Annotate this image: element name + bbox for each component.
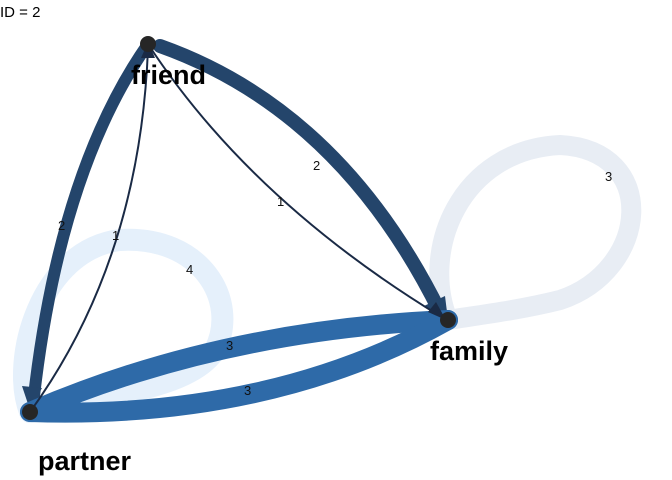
edge-family-partner-weight-3 (20, 310, 458, 423)
edge-label-partner-family-3: 3 (226, 338, 233, 353)
edge-label-friend-family-1: 1 (277, 194, 284, 209)
node-friend[interactable] (140, 36, 156, 52)
edge-family-self-loop (429, 134, 642, 330)
edge-friend-partner-arrowhead (22, 386, 42, 410)
edge-label-family-self-loop: 3 (605, 169, 612, 184)
edge-label-partner-friend-1: 1 (112, 228, 119, 243)
node-partner[interactable] (22, 404, 38, 420)
edge-partner-self-loop (13, 228, 234, 423)
edge-partner-family-weight-3 (20, 310, 458, 422)
edge-label-family-partner-3: 3 (244, 383, 251, 398)
node-label-friend: friend (131, 60, 206, 90)
edge-partner-friend-weight-1 (29, 47, 149, 413)
edge-friend-family-weight-1 (147, 43, 441, 317)
edge-label-friend-partner-2: 2 (58, 218, 65, 233)
edge-friend-partner-weight-2 (28, 38, 154, 402)
node-family[interactable] (440, 312, 456, 328)
node-label-family: family (430, 336, 508, 366)
edge-label-friend-family-2: 2 (313, 158, 320, 173)
graph-id-label: ID = 2 (0, 4, 41, 21)
edge-friend-family-weight-2 (153, 39, 447, 319)
node-label-partner: partner (38, 446, 132, 476)
edge-label-partner-self-loop: 4 (186, 262, 193, 277)
